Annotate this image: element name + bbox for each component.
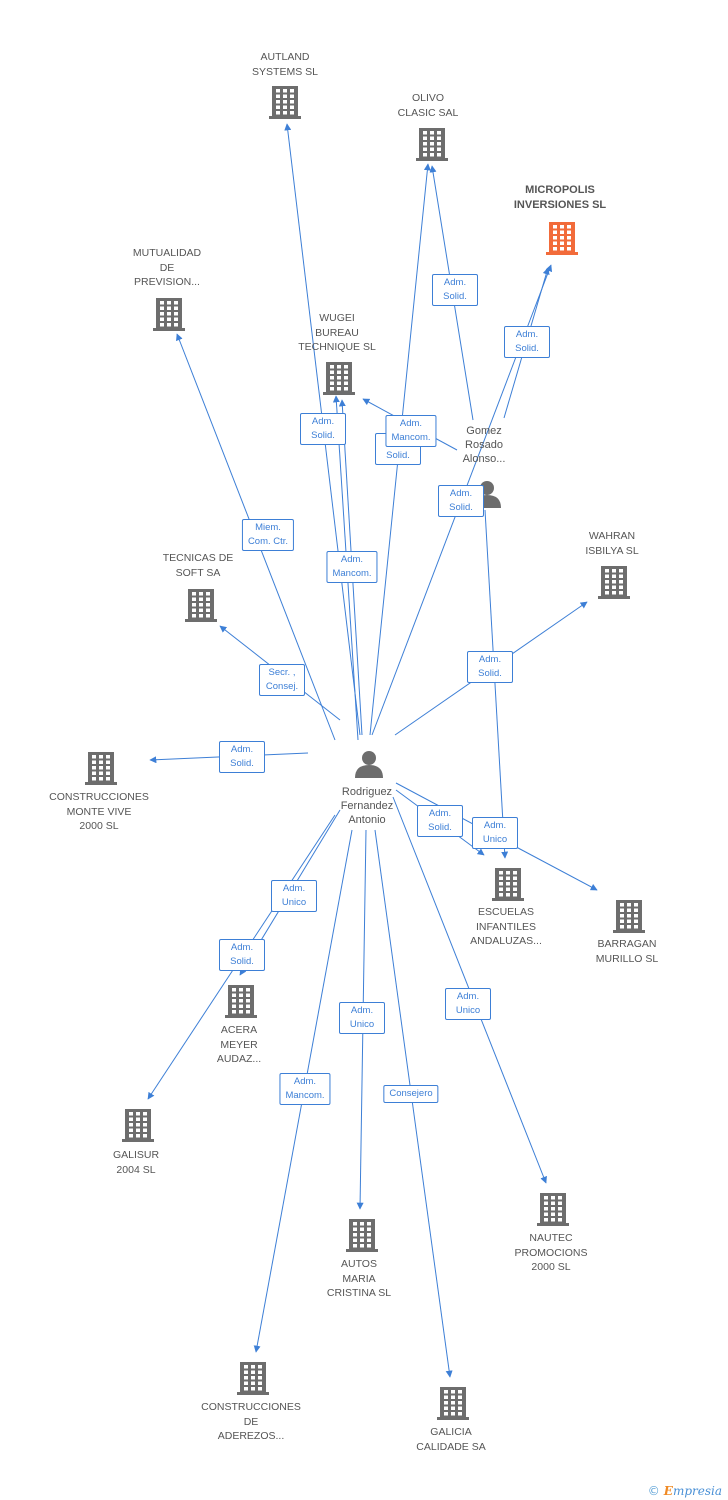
building-icon[interactable]: [153, 298, 185, 331]
edge-role-label[interactable]: Adm. Unico: [445, 988, 491, 1020]
node-label-construcciones-monte[interactable]: CONSTRUCCIONES MONTE VIVE 2000 SL: [49, 791, 149, 832]
edge-role-label[interactable]: Adm. Solid.: [219, 939, 265, 971]
edge-role-label[interactable]: Consejero: [383, 1085, 439, 1103]
edge-rodriguez-galicia: [374, 829, 453, 1378]
edge-role-label[interactable]: Adm. Solid.: [219, 741, 265, 773]
building-icon[interactable]: [613, 900, 645, 933]
node-label-construcciones-aderezos[interactable]: CONSTRUCCIONES DE ADEREZOS...: [201, 1401, 301, 1442]
edge-role-label[interactable]: Adm. Unico: [339, 1002, 385, 1034]
node-label-gomez[interactable]: Gomez Rosado Alonso...: [462, 425, 506, 465]
building-icon[interactable]: [346, 1219, 378, 1252]
building-icon[interactable]: [225, 985, 257, 1018]
edge-role-label[interactable]: Secr. , Consej.: [259, 664, 305, 696]
edge-role-label[interactable]: Adm. Solid.: [467, 651, 513, 683]
edge-role-label[interactable]: Adm. Mancom.: [385, 415, 437, 447]
node-label-tecnicas[interactable]: TECNICAS DE SOFT SA: [162, 552, 234, 579]
building-icon[interactable]: [437, 1387, 469, 1420]
building-icon[interactable]: [237, 1362, 269, 1395]
node-label-galisur[interactable]: GALISUR 2004 SL: [112, 1149, 160, 1176]
edge-role-label[interactable]: Adm. Unico: [271, 880, 317, 912]
node-label-rodriguez[interactable]: Rodriguez Fernandez Antonio: [340, 786, 394, 826]
edge-role-label[interactable]: Adm. Mancom.: [279, 1073, 331, 1105]
edge-role-label[interactable]: Adm. Solid.: [417, 805, 463, 837]
building-icon[interactable]: [185, 589, 217, 622]
node-label-autos[interactable]: AUTOS MARIA CRISTINA SL: [326, 1258, 392, 1299]
node-label-mutualidad[interactable]: MUTUALIDAD DE PREVISION...: [132, 247, 202, 288]
node-label-barragan[interactable]: BARRAGAN MURILLO SL: [595, 938, 659, 965]
node-label-galicia[interactable]: GALICIA CALIDADE SA: [416, 1426, 486, 1453]
node-label-wugei[interactable]: WUGEI BUREAU TECHNIQUE SL: [298, 312, 376, 353]
edge-gomez-escuelas: [484, 509, 509, 859]
edge-role-label[interactable]: Adm. Solid.: [300, 413, 346, 445]
building-icon[interactable]: [323, 362, 355, 395]
building-icon[interactable]: [122, 1109, 154, 1142]
person-icon[interactable]: [355, 751, 383, 778]
building-icon[interactable]: [598, 566, 630, 599]
edge-role-label[interactable]: Miem. Com. Ctr.: [241, 519, 295, 551]
node-label-wahran[interactable]: WAHRAN ISBILYA SL: [585, 530, 639, 557]
node-label-olivo[interactable]: OLIVO CLASIC SAL: [397, 92, 459, 119]
node-label-escuelas[interactable]: ESCUELAS INFANTILES ANDALUZAS...: [470, 906, 542, 947]
node-label-acera[interactable]: ACERA MEYER AUDAZ...: [216, 1024, 262, 1065]
edge-role-label[interactable]: Adm. Unico: [472, 817, 518, 849]
building-icon[interactable]: [546, 222, 578, 255]
node-label-micropolis[interactable]: MICROPOLIS INVERSIONES SL: [513, 184, 607, 211]
node-label-nautec[interactable]: NAUTEC PROMOCIONS 2000 SL: [514, 1232, 588, 1273]
building-icon[interactable]: [492, 868, 524, 901]
building-icon[interactable]: [537, 1193, 569, 1226]
building-icon[interactable]: [416, 128, 448, 161]
edge-role-label[interactable]: Adm. Solid.: [432, 274, 478, 306]
node-label-autland[interactable]: AUTLAND SYSTEMS SL: [252, 51, 318, 78]
building-icon[interactable]: [85, 752, 117, 785]
building-icon[interactable]: [269, 86, 301, 119]
edge-role-label[interactable]: Adm. Solid.: [438, 485, 484, 517]
empresia-watermark: ©Empresia: [647, 1484, 722, 1498]
edge-role-label[interactable]: Adm. Solid.: [504, 326, 550, 358]
edge-role-label[interactable]: Adm. Mancom.: [326, 551, 378, 583]
